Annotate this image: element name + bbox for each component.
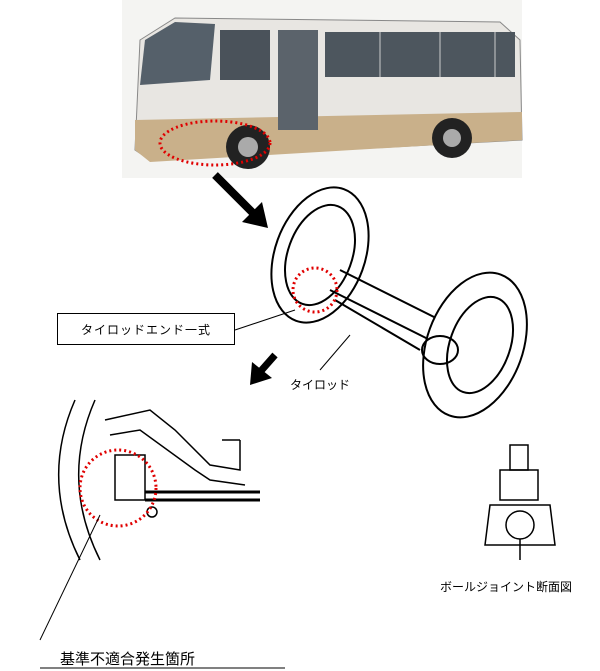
- ball-joint-section-drawing: [484, 444, 556, 560]
- arrow-down-right-icon: [212, 172, 268, 228]
- arrow-down-left-icon: [250, 352, 278, 385]
- tie-rod-end-assembly-label: タイロッドエンド一式: [57, 313, 235, 345]
- tie-rod-label: タイロッド: [290, 378, 351, 392]
- highlight-circle-detail: [78, 448, 158, 528]
- highlight-circle-bus: [158, 119, 272, 167]
- highlight-circle-tie-rod-end: [291, 266, 339, 314]
- bus-photo: [122, 0, 523, 178]
- tie-rod-detail-drawing: [58, 399, 260, 561]
- front-axle-drawing: [234, 186, 528, 419]
- leader-line: [39, 514, 101, 641]
- ball-joint-section-label: ボールジョイント断面図: [440, 580, 573, 594]
- nonconformity-location-label: 基準不適合発生箇所: [60, 650, 196, 668]
